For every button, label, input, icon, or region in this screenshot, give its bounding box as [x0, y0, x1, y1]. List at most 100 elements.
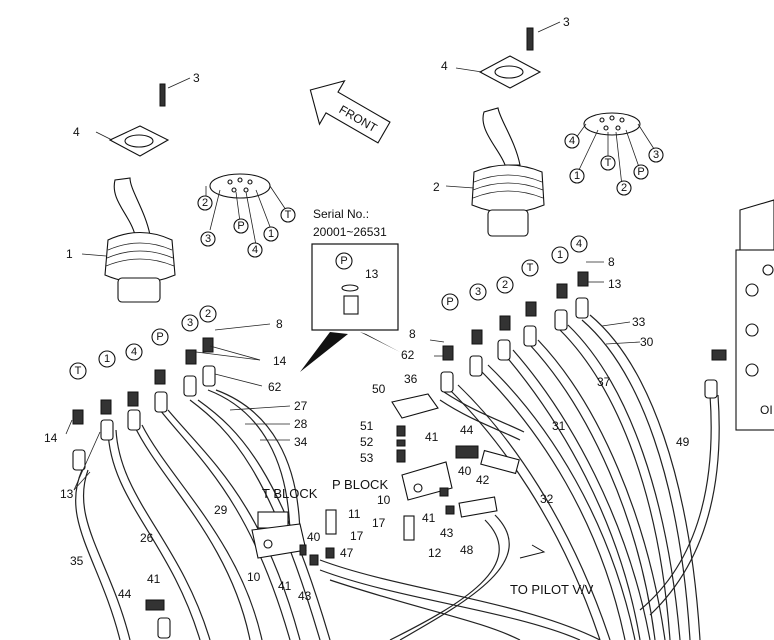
callout: 53	[360, 451, 374, 465]
callout: 36	[404, 372, 418, 386]
port-symbol: P	[156, 331, 163, 343]
port-symbol: 1	[574, 170, 580, 182]
callout: 50	[372, 382, 386, 396]
bottom-left-fitting	[145, 599, 171, 639]
p-block	[391, 393, 520, 541]
port-symbol: P	[340, 255, 347, 267]
to-pilot-label: TO PILOT V/V	[510, 582, 594, 597]
serial-title: Serial No.:	[313, 207, 369, 221]
right-row-port-symbols: P 3 2 T 1 4	[441, 235, 588, 311]
ol-label: OI	[760, 403, 773, 417]
port-symbol: 1	[557, 249, 563, 261]
callout: 10	[247, 570, 261, 584]
callout: 12	[428, 546, 442, 560]
port-symbol: 3	[187, 317, 193, 329]
right-fittings	[440, 271, 589, 393]
port-symbol: T	[605, 157, 612, 169]
port-symbol: 4	[252, 244, 258, 256]
to-pilot-arrow	[519, 544, 546, 559]
callout: 34	[294, 435, 308, 449]
port-symbol: 4	[576, 238, 582, 250]
port-symbol: 4	[569, 135, 575, 147]
right-top-port-symbols: 4 T 3 1 2 P	[564, 133, 664, 196]
callout: 14	[273, 354, 287, 368]
callout: 43	[298, 589, 312, 603]
port-symbol: 1	[268, 228, 274, 240]
port-symbol: T	[75, 365, 82, 377]
callout: 51	[360, 419, 374, 433]
right-joystick	[471, 27, 545, 237]
callout: 42	[476, 473, 490, 487]
callout: 10	[377, 493, 391, 507]
port-symbol: P	[446, 296, 453, 308]
callout: 27	[294, 399, 308, 413]
callout: 1	[66, 247, 73, 261]
t-block-label: T BLOCK	[262, 486, 318, 501]
callout: 11	[348, 507, 361, 521]
callout: 31	[552, 419, 566, 433]
callout: 41	[278, 579, 292, 593]
callout: 3	[193, 71, 200, 85]
p-block-label: P BLOCK	[332, 477, 388, 492]
t-block	[251, 509, 337, 566]
left-top-port-symbols: 2 P T 3 4 1	[197, 195, 296, 258]
callout: 17	[350, 529, 364, 543]
callout: 4	[73, 125, 80, 139]
callout: 48	[460, 543, 474, 557]
leader-lines	[65, 21, 641, 491]
left-port-plate	[205, 173, 287, 246]
port-symbol: 3	[653, 149, 659, 161]
callout: 62	[401, 348, 415, 362]
callout: 14	[44, 431, 58, 445]
callout: 47	[340, 546, 354, 560]
port-symbol: 4	[131, 346, 137, 358]
callout: 32	[540, 492, 554, 506]
left-row-port-symbols: T 1 4 P 3 2	[69, 305, 217, 380]
port-symbol: P	[237, 220, 244, 232]
serial-inset: Serial No.: 20001~26531	[300, 207, 400, 372]
port-symbol: 3	[475, 286, 481, 298]
callout: 62	[268, 380, 282, 394]
port-symbol: T	[527, 262, 534, 274]
callout: 44	[118, 587, 132, 601]
right-port-plate	[575, 112, 657, 187]
callout: 41	[422, 511, 436, 525]
port-symbol: 1	[104, 353, 110, 365]
inset-port-symbol: P	[335, 252, 353, 270]
callout: 8	[276, 317, 283, 331]
callout: 43	[440, 526, 454, 540]
port-symbol: 2	[202, 197, 208, 209]
callout: 37	[597, 375, 611, 389]
port-symbol: 3	[205, 233, 211, 245]
callout: 2	[433, 180, 440, 194]
callout: 29	[214, 503, 228, 517]
callout: 26	[140, 531, 154, 545]
callout: 3	[563, 15, 570, 29]
port-symbol: P	[637, 166, 644, 178]
callout: 13	[608, 277, 622, 291]
callout: 35	[70, 554, 84, 568]
port-symbol: 2	[502, 279, 508, 291]
callout: 41	[147, 572, 161, 586]
pilot-valve-edge	[704, 199, 774, 431]
callout: 40	[458, 464, 472, 478]
port-symbol: T	[285, 209, 292, 221]
serial-range: 20001~26531	[313, 225, 387, 239]
callout: 8	[409, 327, 416, 341]
left-joystick	[104, 83, 176, 303]
callout: 8	[608, 255, 615, 269]
callout: 13	[365, 267, 379, 281]
callout: 30	[640, 335, 654, 349]
callout: 28	[294, 417, 308, 431]
callout: 13	[60, 487, 74, 501]
port-symbol: 2	[621, 182, 627, 194]
callout: 44	[460, 423, 474, 437]
left-fittings	[72, 337, 216, 471]
front-arrow: FRONT	[309, 79, 391, 144]
callout: 4	[441, 59, 448, 73]
callout: 33	[632, 315, 646, 329]
port-symbol: 2	[205, 308, 211, 320]
hose-bundle	[74, 314, 720, 640]
